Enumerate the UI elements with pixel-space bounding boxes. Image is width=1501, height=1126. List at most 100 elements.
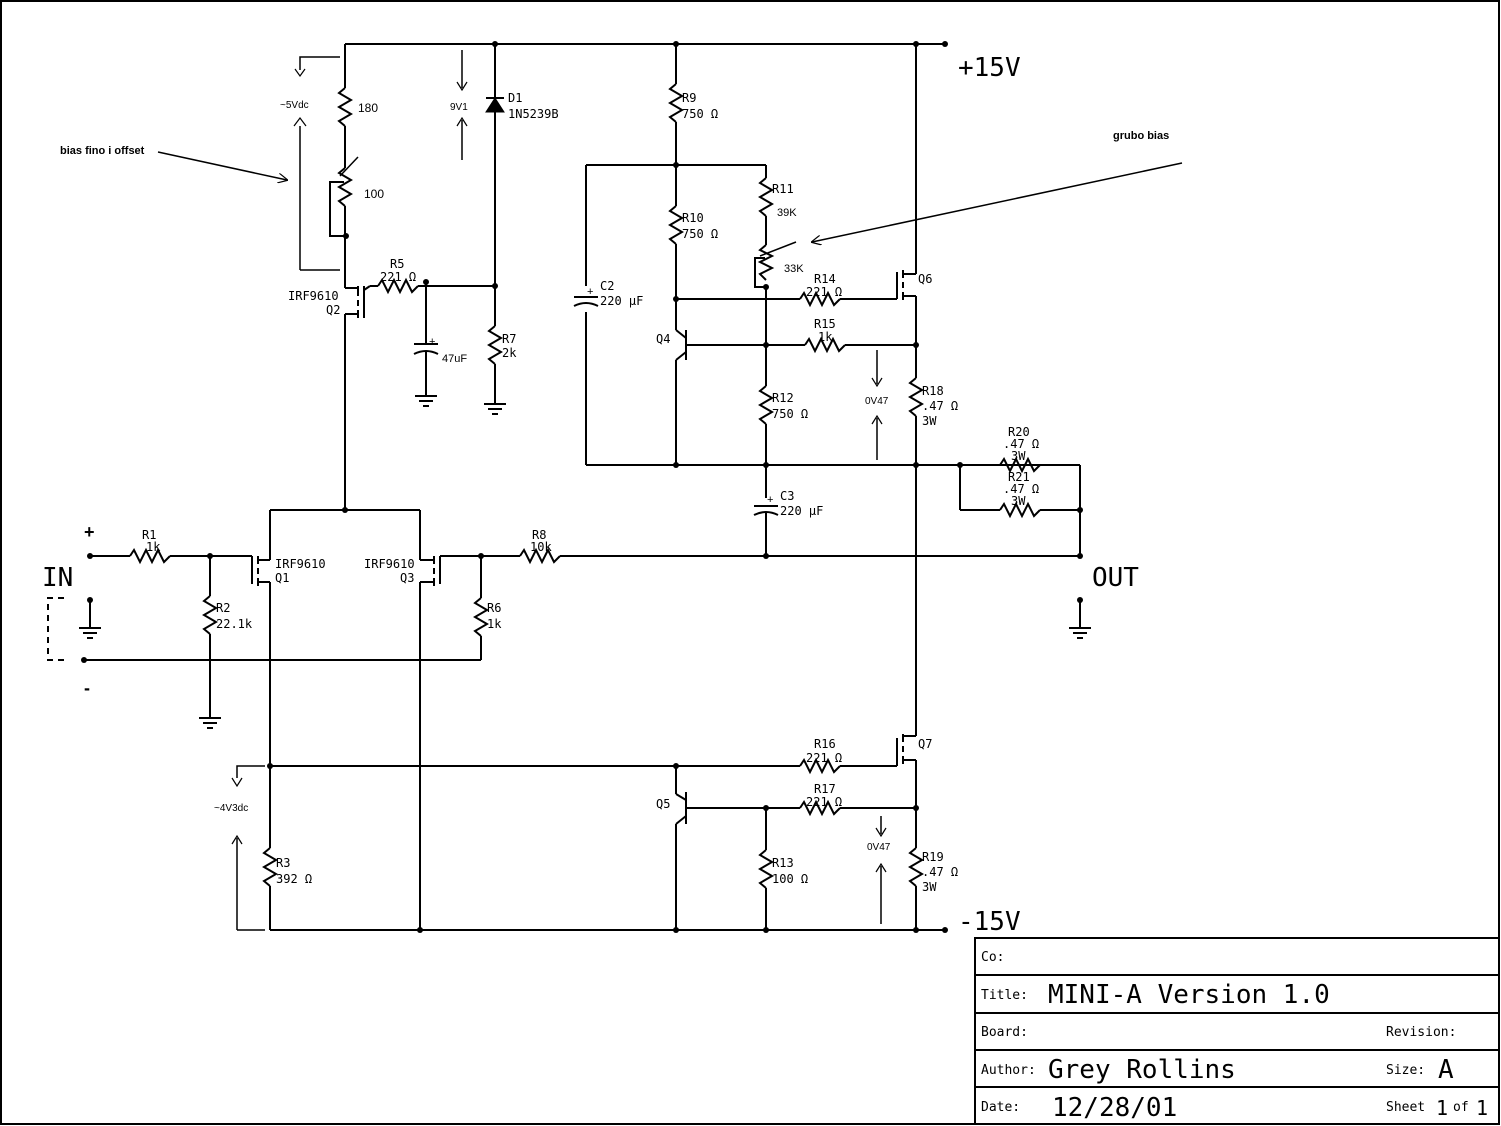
- negative-rail: -15V: [270, 907, 1021, 937]
- r180-value: 180: [358, 101, 378, 115]
- r9-ref: R9: [682, 91, 696, 105]
- r20-power: 3W: [1011, 449, 1026, 463]
- r21-value: .47 Ω: [1003, 482, 1039, 496]
- r6-ref: R6: [487, 601, 501, 615]
- r3-ref: R3: [276, 856, 290, 870]
- title-block: Co: Title: MINI-A Version 1.0 Board: Rev…: [974, 937, 1500, 1125]
- r2-value: 22.1k: [216, 617, 253, 631]
- r8-ref: R8: [532, 528, 546, 542]
- r13-value: 100 Ω: [772, 872, 808, 886]
- c3-value: 220 µF: [780, 504, 823, 518]
- r10-ref: R10: [682, 211, 704, 225]
- r14-value: 221 Ω: [806, 285, 842, 299]
- bias-fine-annotation: bias fino i offset: [60, 145, 145, 157]
- q3-part: IRF9610: [364, 557, 415, 571]
- title-block-date-label: Date:: [981, 1100, 1020, 1115]
- vas-stage: R9 750 Ω + C2 220 µF R10 750 Ω R11 39K 3…: [573, 41, 1183, 556]
- title-block-size-label: Size:: [1386, 1063, 1425, 1078]
- d1-part: 1N5239B: [508, 107, 559, 121]
- negative-rail-label: -15V: [958, 907, 1021, 937]
- title-block-author-label: Author:: [981, 1063, 1036, 1078]
- r19-ref: R19: [922, 850, 944, 864]
- bias-fine-arrow: [157, 151, 287, 180]
- c47-polarity: +: [429, 336, 435, 348]
- positive-rail: +15V: [345, 41, 1021, 83]
- title-block-author: Grey Rollins: [1048, 1055, 1236, 1085]
- r13-ref: R13: [772, 856, 794, 870]
- coarse-bias-annotation: grubo bias: [1113, 130, 1169, 142]
- r14-ref: R14: [814, 272, 836, 286]
- title-block-title: MINI-A Version 1.0: [1048, 980, 1330, 1010]
- r21-ref: R21: [1008, 470, 1030, 484]
- q3-ref: Q3: [400, 571, 414, 585]
- r12-value: 750 Ω: [772, 407, 808, 421]
- input-minus-sign: -: [84, 678, 90, 698]
- title-block-sheets: 1: [1476, 1096, 1488, 1120]
- r18-power: 3W: [922, 414, 937, 428]
- q2-part: IRF9610: [288, 289, 339, 303]
- r1-ref: R1: [142, 528, 156, 542]
- v5dc-annotation: ~5Vdc: [280, 100, 309, 111]
- r6-value: 1k: [487, 617, 502, 631]
- q1-part: IRF9610: [275, 557, 326, 571]
- p33k-value: 33K: [784, 263, 804, 275]
- q4-ref: Q4: [656, 332, 670, 346]
- title-block-of-label: of: [1453, 1100, 1469, 1115]
- r7-value: 2k: [502, 346, 517, 360]
- c3-ref: C3: [780, 489, 794, 503]
- title-block-board-label: Board:: [981, 1025, 1028, 1040]
- r12-ref: R12: [772, 391, 794, 405]
- input-plus-sign: +: [84, 522, 95, 542]
- r18-value: .47 Ω: [922, 399, 958, 413]
- v0v47-top-annotation: 0V47: [865, 396, 889, 407]
- r21-power: 3W: [1011, 494, 1026, 508]
- title-block-company-label: Co:: [981, 950, 1004, 965]
- r1-value: 1k: [146, 540, 161, 554]
- positive-rail-label: +15V: [958, 53, 1021, 83]
- q7-ref: Q7: [918, 737, 932, 751]
- v9v1-annotation: 9V1: [450, 102, 468, 113]
- lower-current-source: R16 221 Ω Q5 R17 221 Ω R13 100 Ω 0V47 R3…: [214, 737, 916, 933]
- r10-value: 750 Ω: [682, 227, 718, 241]
- r18-ref: R18: [922, 384, 944, 398]
- c3-polarity: +: [767, 494, 773, 506]
- r19-power: 3W: [922, 880, 937, 894]
- title-block-sheet: 1: [1436, 1096, 1448, 1120]
- q2-ref: Q2: [326, 303, 340, 317]
- q1-ref: Q1: [275, 571, 289, 585]
- r8-value: 10k: [530, 540, 552, 554]
- r9-value: 750 Ω: [682, 107, 718, 121]
- r20-ref: R20: [1008, 425, 1030, 439]
- title-block-sheet-label: Sheet: [1386, 1100, 1425, 1115]
- v0v47-bottom-annotation: 0V47: [867, 842, 891, 853]
- r11-value: 39K: [777, 207, 797, 219]
- c47-value: 47uF: [442, 353, 467, 365]
- v4v3dc-annotation: ~4V3dc: [214, 803, 248, 814]
- r16-ref: R16: [814, 737, 836, 751]
- title-block-date: 12/28/01: [1052, 1093, 1177, 1123]
- title-block-revision-label: Revision:: [1386, 1025, 1456, 1040]
- q5-ref: Q5: [656, 797, 670, 811]
- d1-ref: D1: [508, 91, 522, 105]
- q6-ref: Q6: [918, 272, 932, 286]
- r17-value: 221 Ω: [806, 795, 842, 809]
- r3-value: 392 Ω: [276, 872, 312, 886]
- p100-value: 100: [364, 187, 384, 201]
- r19-value: .47 Ω: [922, 865, 958, 879]
- r17-ref: R17: [814, 782, 836, 796]
- c2-value: 220 µF: [600, 294, 643, 308]
- bias-network: 180 100 ~5Vdc bias fino i offset D1 1N52…: [60, 41, 559, 510]
- input-stage: IN + - R1 1k R2 22.1k IRF961: [42, 507, 1080, 930]
- r5-ref: R5: [390, 257, 404, 271]
- r15-value: 1k: [818, 330, 833, 344]
- r2-ref: R2: [216, 601, 230, 615]
- r16-value: 221 Ω: [806, 751, 842, 765]
- r11-ref: R11: [772, 182, 794, 196]
- coarse-bias-arrow: [812, 162, 1183, 242]
- title-block-size: A: [1438, 1055, 1454, 1085]
- r5-value: 221 Ω: [380, 270, 416, 284]
- r20-value: .47 Ω: [1003, 437, 1039, 451]
- title-block-title-label: Title:: [981, 988, 1028, 1003]
- c2-polarity: +: [587, 286, 593, 298]
